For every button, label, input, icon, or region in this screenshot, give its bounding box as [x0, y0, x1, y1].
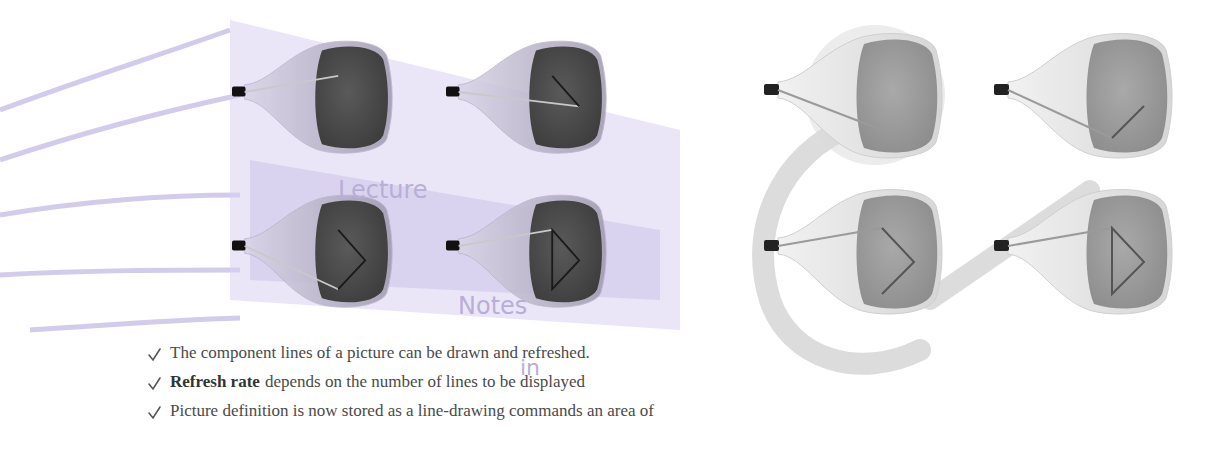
watermark-text: Lecture [338, 176, 428, 204]
bullet-text: The component lines of a picture can be … [170, 343, 590, 363]
bullet-text: depends on the number of lines to be dis… [265, 372, 585, 392]
bold-term: Refresh rate [170, 372, 260, 392]
bullet-text: Picture definition is now stored as a li… [170, 401, 654, 421]
watermark-text: Notes [458, 292, 527, 320]
